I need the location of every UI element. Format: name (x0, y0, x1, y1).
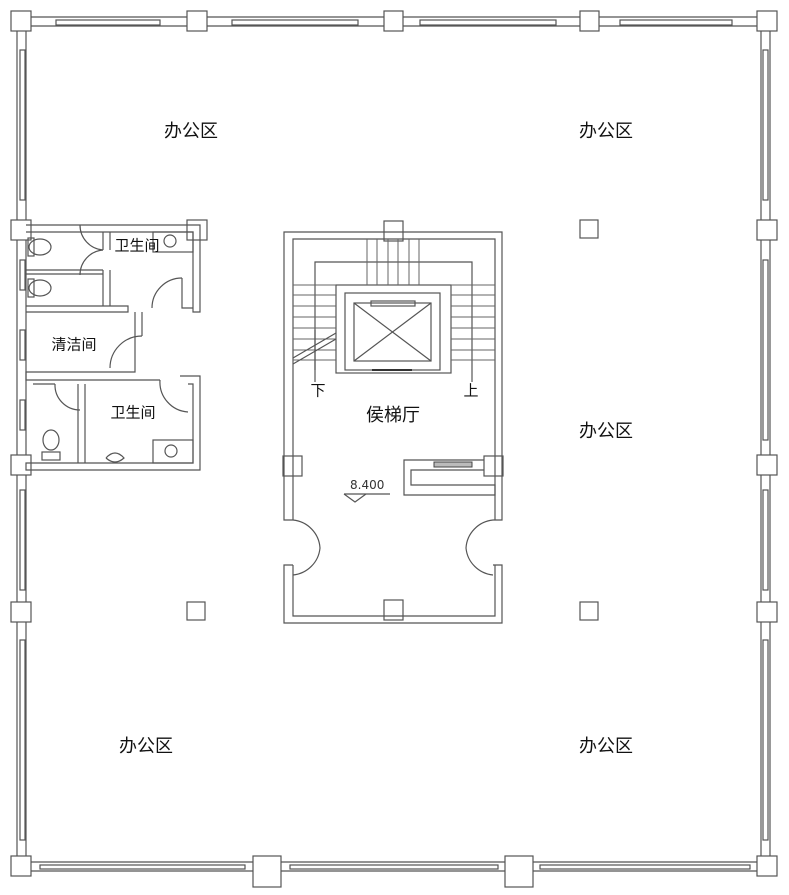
room-label-office-e: 办公区 (579, 421, 633, 442)
exterior-walls (16, 16, 771, 872)
room-label-janitor: 清洁间 (51, 335, 97, 354)
room-label-office-nw: 办公区 (164, 121, 218, 142)
restroom-block (25, 224, 201, 471)
stair-up-label: 上 (463, 381, 479, 400)
elevator-core (283, 231, 503, 624)
room-label-office-sw: 办公区 (119, 736, 173, 757)
stair-down-label: 下 (310, 381, 326, 400)
room-label-office-ne: 办公区 (579, 121, 633, 142)
elevation-mark: 8.400 (350, 478, 385, 492)
room-label-office-se: 办公区 (579, 736, 633, 757)
columns (10, 10, 778, 888)
room-label-restroom-lower: 卫生间 (110, 403, 156, 422)
room-label-restroom-upper: 卫生间 (114, 236, 160, 255)
room-label-elevator-lobby: 侯梯厅 (366, 405, 420, 426)
windows (19, 19, 769, 870)
